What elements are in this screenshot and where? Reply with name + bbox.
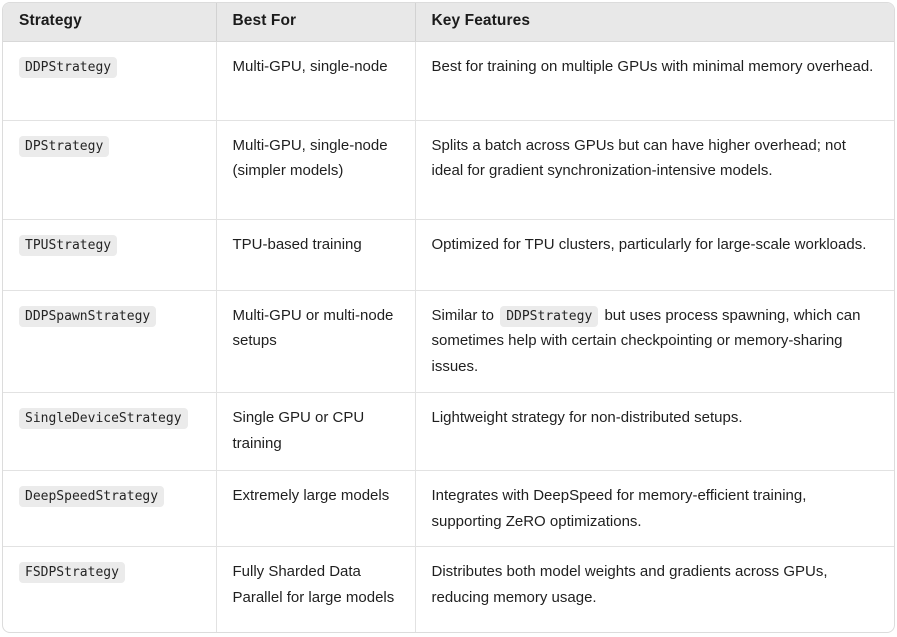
code-chip-inline: DDPStrategy: [500, 305, 599, 327]
features-text-pre: Best for training on multiple GPUs with …: [431, 57, 874, 75]
table-row: FSDPStrategy Fully Sharded Data Parallel…: [3, 546, 894, 632]
table-row: DDPSpawnStrategy Multi-GPU or multi-node…: [3, 290, 894, 393]
cell-key-features: Lightweight strategy for non-distributed…: [415, 392, 894, 471]
cell-best-for: Multi-GPU, single-node (simpler models): [216, 120, 416, 220]
header-row: Strategy Best For Key Features: [3, 3, 894, 42]
code-chip-strategy: TPUStrategy: [19, 234, 118, 256]
code-chip-strategy: DeepSpeedStrategy: [19, 485, 165, 507]
table-header: Strategy Best For Key Features: [3, 3, 894, 42]
column-header-best-for: Best For: [216, 3, 416, 42]
features-text-pre: Lightweight strategy for non-distributed…: [431, 408, 743, 426]
column-header-key-features: Key Features: [415, 3, 894, 42]
cell-key-features: Distributes both model weights and gradi…: [415, 547, 894, 632]
cell-best-for: Single GPU or CPU training: [216, 392, 416, 471]
features-text-pre: Similar to: [431, 306, 495, 324]
cell-best-for: Multi-GPU, single-node: [216, 41, 416, 121]
cell-strategy: SingleDeviceStrategy: [3, 392, 217, 471]
features-text-pre: Splits a batch across GPUs but can have …: [431, 136, 846, 180]
table-row: DeepSpeedStrategy Extremely large models…: [3, 470, 894, 548]
cell-key-features: Integrates with DeepSpeed for memory-eff…: [415, 470, 894, 548]
column-header-strategy: Strategy: [3, 3, 217, 42]
cell-key-features: Splits a batch across GPUs but can have …: [415, 120, 894, 220]
cell-best-for: Multi-GPU or multi-node setups: [216, 290, 416, 393]
features-text-pre: Distributes both model weights and gradi…: [431, 563, 828, 607]
cell-strategy: DeepSpeedStrategy: [3, 470, 217, 548]
code-chip-strategy: FSDPStrategy: [19, 562, 125, 584]
table-row: TPUStrategy TPU-based training Optimized…: [3, 219, 894, 291]
features-text-post: but uses process spawning, which can som…: [431, 306, 861, 376]
table-body: DDPStrategy Multi-GPU, single-node Best …: [3, 41, 894, 632]
cell-key-features: Best for training on multiple GPUs with …: [415, 41, 894, 121]
features-text-pre: Integrates with DeepSpeed for memory-eff…: [431, 486, 807, 530]
code-chip-strategy: DDPSpawnStrategy: [19, 305, 157, 327]
code-chip-strategy: DPStrategy: [19, 135, 110, 157]
cell-key-features: Similar to DDPStrategy but uses process …: [415, 290, 894, 393]
cell-best-for: TPU-based training: [216, 219, 416, 291]
cell-strategy: FSDPStrategy: [3, 546, 217, 632]
table-row: SingleDeviceStrategy Single GPU or CPU t…: [3, 392, 894, 471]
code-chip-strategy: DDPStrategy: [19, 56, 118, 78]
cell-best-for: Extremely large models: [216, 470, 416, 548]
table-row: DPStrategy Multi-GPU, single-node (simpl…: [3, 120, 894, 220]
cell-strategy: DDPStrategy: [3, 41, 217, 121]
cell-best-for: Fully Sharded Data Parallel for large mo…: [216, 546, 416, 632]
cell-strategy: DPStrategy: [3, 120, 217, 220]
code-chip-strategy: SingleDeviceStrategy: [19, 407, 188, 429]
cell-key-features: Optimized for TPU clusters, particularly…: [415, 219, 894, 291]
cell-strategy: TPUStrategy: [3, 219, 217, 291]
table-row: DDPStrategy Multi-GPU, single-node Best …: [3, 41, 894, 121]
comparison-table: Strategy Best For Key Features DDPStrate…: [3, 3, 894, 632]
features-text-pre: Optimized for TPU clusters, particularly…: [431, 235, 867, 253]
cell-strategy: DDPSpawnStrategy: [3, 290, 217, 393]
